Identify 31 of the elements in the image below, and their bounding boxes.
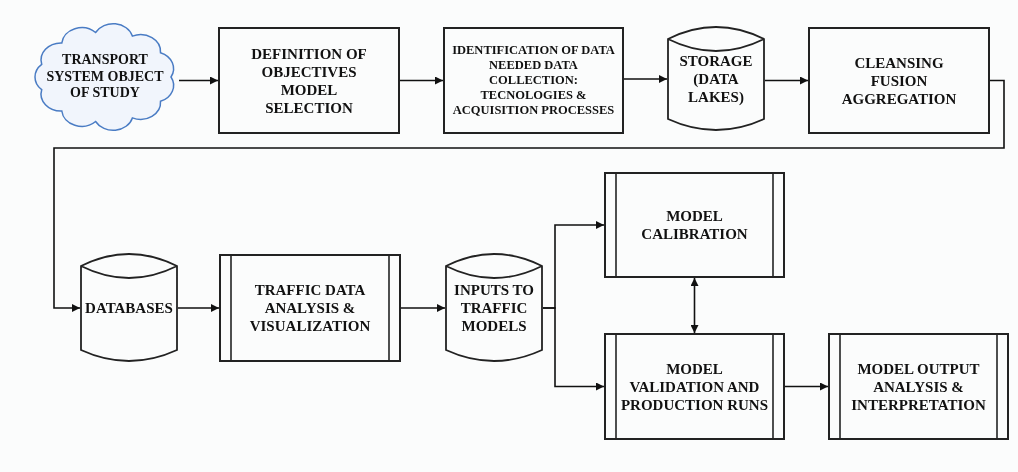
arrow [764,76,809,85]
node-label: TRANSPORT SYSTEM OBJECT OF STUDY [45,51,165,103]
arrow [623,75,668,83]
process-box [808,27,990,134]
node-label: CLEANSING FUSION AGGREGATION [840,53,958,108]
arrow [542,307,605,391]
arrow [399,76,444,85]
arrow [400,304,446,312]
predefined-process-box [604,333,785,440]
process-box [443,27,624,134]
arrow [178,76,219,85]
predefined-process-box [828,333,1009,440]
node-label: INPUTS TO TRAFFIC MODELS [453,281,535,335]
database-cylinder [80,254,178,362]
arrow [784,382,829,391]
node-label: MODEL OUTPUT ANALYSIS & INTERPRETATION [850,359,987,414]
node-label: DATABASES [85,299,173,317]
database-cylinder [445,254,543,362]
node-label: MODEL CALIBRATION [640,207,749,243]
arrow [690,277,699,334]
node-label: MODEL VALIDATION AND PRODUCTION RUNS [619,359,770,414]
node-label: IDENTIFICATION OF DATA NEEDED DATA COLLECTION: TECNOLOGIES & ACQUISITION PROCESSES [451,43,616,118]
predefined-process-box [219,254,401,362]
predefined-process-box [604,172,785,278]
node-label: STORAGE (DATA LAKES) [678,52,754,106]
process-box [218,27,400,134]
database-cylinder [667,27,765,131]
arrow [53,79,1005,312]
arrow [177,304,220,312]
node-label: TRAFFIC DATA ANALYSIS & VISUALIZATION [248,281,372,335]
node-label: DEFINITION OF OBJECTIVES MODEL SELECTION [250,44,368,117]
